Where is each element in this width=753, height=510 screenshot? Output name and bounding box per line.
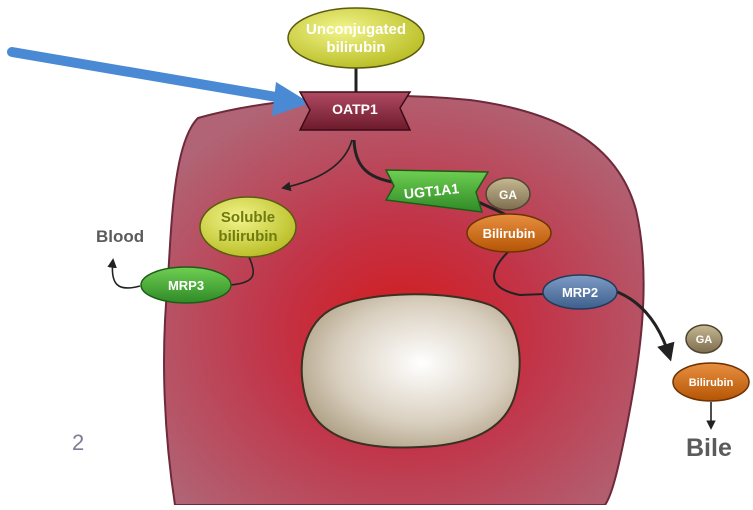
ga-outer-label: GA — [696, 334, 713, 346]
blood-label: Blood — [96, 227, 144, 246]
mrp3-label: MRP3 — [168, 278, 204, 293]
nucleus — [302, 294, 520, 447]
mrp2-label: MRP2 — [562, 285, 598, 300]
mrp3-transporter: MRP3 — [141, 267, 231, 303]
soluble-label-line2: bilirubin — [218, 228, 277, 245]
transport-line-mrp3-blood — [112, 260, 140, 288]
unconjugated-bilirubin-node: Unconjugated bilirubin — [288, 8, 424, 68]
conjugated-bilirubin-inner: Bilirubin — [467, 214, 551, 252]
mrp2-transporter: MRP2 — [543, 275, 617, 309]
soluble-label-line1: Soluble — [221, 209, 275, 226]
bilirubin-outer-label: Bilirubin — [689, 377, 734, 389]
oatp1-transporter: OATP1 — [300, 92, 410, 130]
oatp1-label: OATP1 — [332, 101, 378, 117]
ga-inner-label: GA — [499, 188, 517, 202]
unconjugated-label-line1: Unconjugated — [306, 21, 406, 38]
glucuronic-acid-inner: GA — [486, 178, 530, 210]
bile-label: Bile — [686, 434, 732, 462]
soluble-bilirubin-node: Soluble bilirubin — [200, 197, 296, 257]
conjugated-bilirubin-outer: Bilirubin — [673, 363, 749, 401]
glucuronic-acid-outer: GA — [686, 325, 722, 353]
bilirubin-inner-label: Bilirubin — [483, 226, 536, 241]
unconjugated-label-line2: bilirubin — [326, 39, 385, 56]
slide-number: 2 — [72, 430, 84, 455]
